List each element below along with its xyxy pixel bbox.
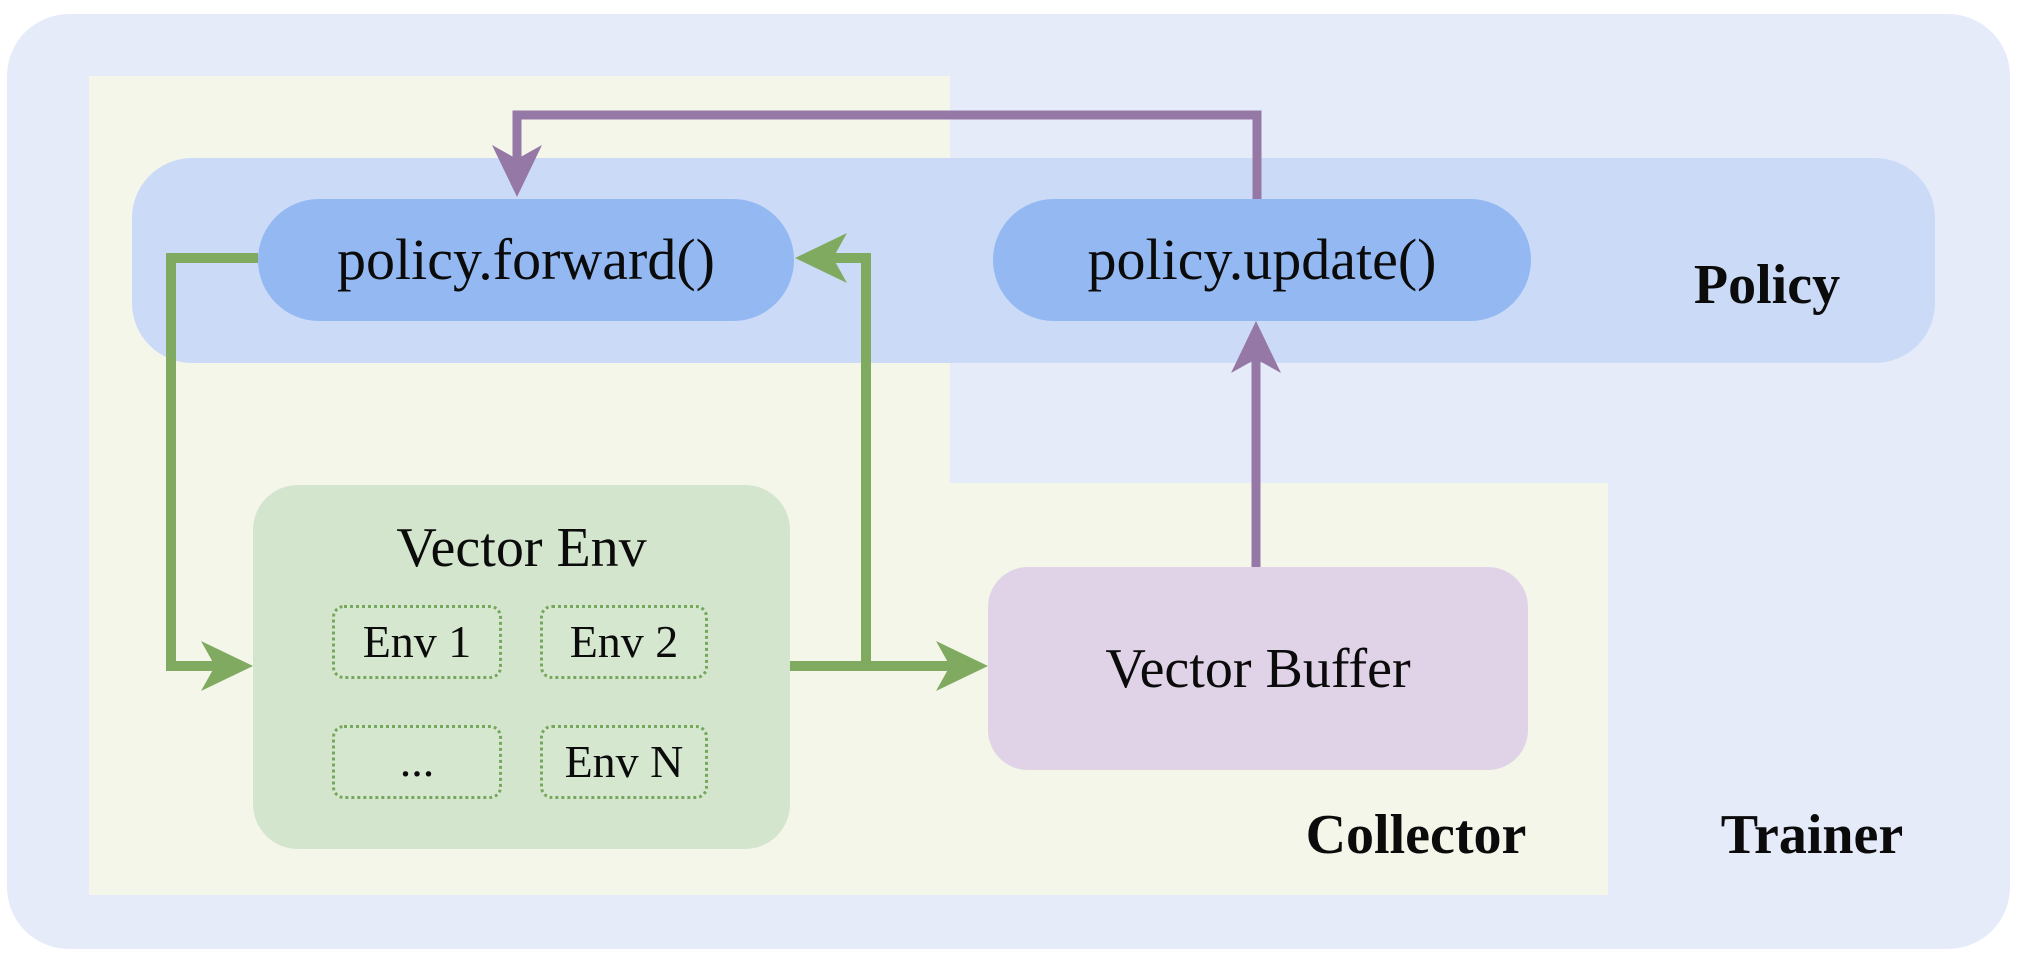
vector-buffer-node: Vector Buffer [988, 567, 1528, 770]
env-cell-ellipsis: ... [332, 725, 502, 799]
env-cell-n: Env N [540, 725, 708, 799]
policy-update-node: policy.update() [993, 199, 1531, 321]
vector-env-title: Vector Env [396, 517, 647, 579]
trainer-region-label: Trainer [1720, 804, 1904, 866]
vector-buffer-label: Vector Buffer [1105, 637, 1411, 700]
policy-update-label: policy.update() [1087, 227, 1437, 292]
env-cell-n-label: Env N [564, 736, 684, 787]
env-cell-1: Env 1 [332, 605, 502, 679]
collector-region-label: Collector [1305, 804, 1527, 866]
policy-region-label: Policy [1693, 254, 1841, 316]
env-cell-1-label: Env 1 [362, 616, 472, 667]
env-cell-ellipsis-label: ... [399, 735, 435, 786]
env-cell-2-label: Env 2 [569, 616, 679, 667]
policy-forward-label: policy.forward() [337, 227, 715, 292]
env-cell-2: Env 2 [540, 605, 708, 679]
policy-forward-node: policy.forward() [258, 199, 794, 321]
